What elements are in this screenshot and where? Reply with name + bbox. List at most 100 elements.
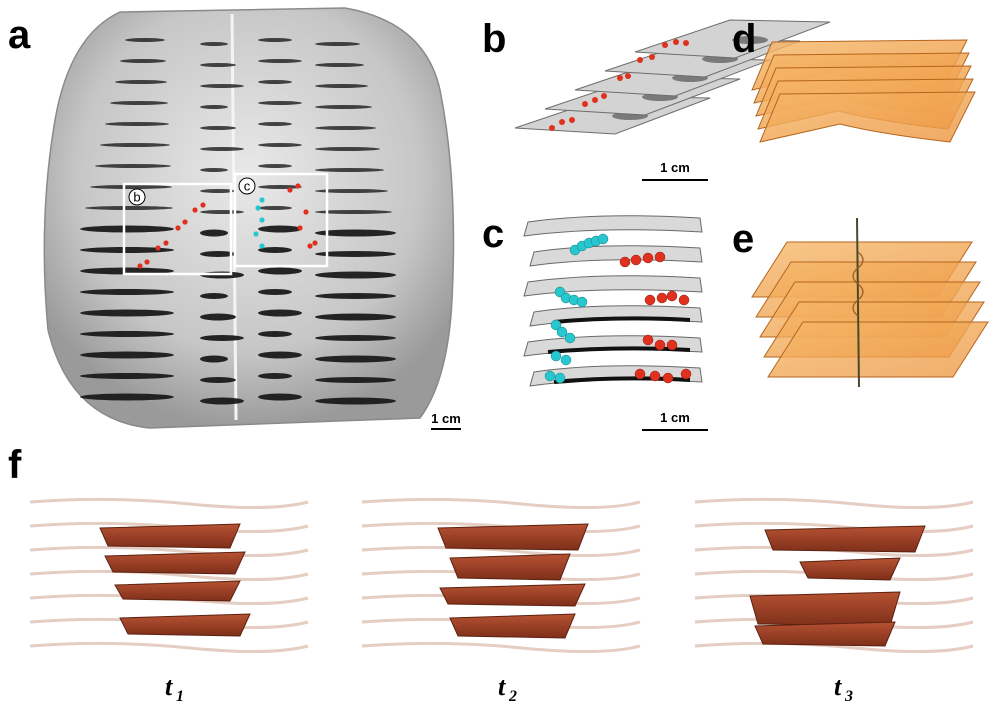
tissue-slit [80,247,174,253]
time-sub-1: 1 [176,688,184,705]
cyan-bead [253,231,259,237]
tissue-layer [634,19,831,59]
tissue-slit [200,147,244,151]
mesh-layer [361,497,641,510]
ramp-segment [764,525,926,553]
red-bead [673,39,679,45]
tissue-slit [315,189,388,193]
tissue-slit [200,168,228,172]
tissue-slit [125,38,165,42]
red-bead [582,101,588,107]
ramp-segment [439,583,586,607]
red-bead [175,225,181,231]
tissue-slit [200,293,228,299]
cyan-bead [554,372,566,384]
tissue-slit [315,126,376,130]
time-label-t2: t [498,672,506,701]
tissue-slit [200,251,236,257]
ramp-segment [99,523,241,549]
mesh-layer [29,545,309,558]
tissue-slit [315,377,396,383]
tissue-slit [200,377,236,383]
tissue-slit [80,225,174,233]
cyan-bead [550,350,562,362]
tissue-slit [258,164,292,168]
panel-a: b c a 1 cm [8,7,461,430]
tissue-slit [258,393,302,401]
time-sub-2: 2 [508,688,517,705]
time-label-t3: t [834,672,842,701]
ramp-segment [104,551,246,575]
panel-c: c 1 cm [482,212,708,431]
panel-label-a: a [8,13,31,57]
red-bead [549,125,555,131]
inset-box-c [233,172,329,268]
orange-sheet [759,91,976,143]
panel-label-f: f [8,443,22,487]
orange-sheet-stack-e [751,241,989,378]
mesh-layer [29,569,309,582]
inset-label-c: c [244,179,251,194]
red-bead [656,292,668,304]
panel-label-e: e [732,217,754,261]
time-sub-3: 3 [844,688,853,705]
tissue-slit [315,251,396,257]
red-bead [644,294,656,306]
cyan-bead [255,205,261,211]
tissue-layer [529,245,703,267]
cyan-bead [597,233,609,245]
tissue-slit [85,206,173,210]
tissue-slit [315,397,396,405]
time-frames [29,497,974,654]
tissue-slit [200,63,236,67]
scale-label-a: 1 cm [431,411,461,426]
red-bead [678,294,690,306]
tissue-slits [80,38,396,405]
tissue-layers-c [523,215,703,387]
scroll-wave-beads-a [137,183,318,269]
tissue-slit [200,210,244,214]
tissue-slit [258,101,302,105]
ramp-segment [114,580,241,602]
tissue-slit [120,59,166,63]
red-bead [680,368,692,380]
tissue-slit [200,189,236,193]
red-bead [297,225,303,231]
red-bead [662,372,674,384]
mesh-layer [361,545,641,558]
cyan-bead [544,370,556,382]
red-bead [654,339,666,351]
tissue-layer [523,215,703,237]
cyan-bead [259,217,265,223]
tissue-slit [80,393,174,401]
red-bead [182,219,188,225]
tissue-slit [258,225,302,233]
red-bead [683,40,689,46]
red-bead [144,259,150,265]
tissue-slit [258,185,302,189]
inset-marker-b [128,188,146,206]
panel-label-b: b [482,17,506,61]
red-bead [601,93,607,99]
scale-label-c: 1 cm [660,410,690,425]
inset-label-b: b [133,190,140,205]
tissue-slit [258,351,302,359]
tissue-slit [315,105,372,109]
panel-f: f t 1 t 2 t 3 [8,443,974,705]
tissue-slit [258,373,292,379]
ramp-segment [449,613,576,639]
tissue-slit [258,289,292,295]
cyan-bead [576,296,588,308]
cyan-bead [564,332,576,344]
ramp-segment [749,591,901,627]
tissue-slit [315,42,360,46]
tissue-slit [80,309,174,317]
mesh-layer [694,545,974,558]
red-bead [137,263,143,269]
tissue-slit [315,229,396,237]
tissue-slit [200,313,236,321]
helix-curve [852,251,864,317]
red-bead [295,183,301,189]
tissue-slit [115,80,167,84]
panel-b: b 1 cm [482,17,831,181]
